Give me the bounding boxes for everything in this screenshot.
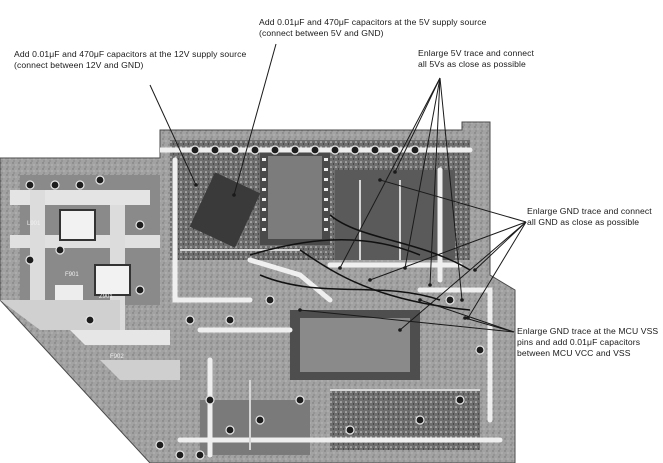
callout-gnd-3 [399, 221, 527, 331]
annotation-5v-caps-line1: Add 0.01μF and 470μF capacitors at the 5… [259, 17, 487, 27]
annotation-12v-line1: Add 0.01μF and 470μF capacitors at the 1… [14, 49, 247, 59]
annotation-mcu-vss: Enlarge GND trace at the MCU VSS pins an… [517, 326, 658, 359]
callout-5v-trace-3 [429, 77, 441, 286]
board-label-z901: Z901 [99, 294, 113, 300]
callout-lines [149, 43, 527, 333]
annotation-mcu-vss-line2: pins and add 0.01μF capacitors [517, 337, 641, 347]
callout-arrowheads [194, 170, 477, 332]
annotation-mcu-vss-line1: Enlarge GND trace at the MCU VSS [517, 326, 659, 336]
annotation-5v-capacitors: Add 0.01μF and 470μF capacitors at the 5… [259, 17, 487, 39]
annotation-5v-trace: Enlarge 5V trace and connect all 5Vs as … [418, 48, 534, 70]
annotation-gnd-trace: Enlarge GND trace and connect all GND as… [527, 206, 652, 228]
callout-gnd-5 [474, 221, 527, 271]
board-label-l901: L901 [27, 221, 41, 227]
annotation-gnd-trace-line2: all GND as close as possible [527, 217, 640, 227]
annotation-gnd-trace-line1: Enlarge GND trace and connect [527, 206, 652, 216]
callout-mcu-2 [419, 299, 515, 333]
callout-mcu-1 [299, 309, 515, 333]
board-label-f902: F902 [110, 354, 124, 360]
callout-5v-caps [233, 43, 277, 196]
callout-gnd-1 [379, 179, 527, 223]
callout-5v-trace-4 [439, 77, 463, 301]
callout-5v-trace-2 [404, 77, 441, 269]
board-label-f901: F901 [65, 272, 79, 278]
annotation-5v-trace-line2: all 5Vs as close as possible [418, 59, 526, 69]
annotation-12v-capacitors: Add 0.01μF and 470μF capacitors at the 1… [14, 49, 246, 71]
callout-gnd-2 [369, 221, 527, 281]
circuit-board: L901 F901 Z901 F902 [0, 121, 516, 463]
callout-gnd-4 [467, 221, 527, 319]
callout-mcu-3 [464, 317, 515, 333]
annotation-5v-trace-line1: Enlarge 5V trace and connect [418, 48, 535, 58]
callout-5v-trace-5 [339, 77, 441, 269]
annotation-12v-line2: (connect between 12V and GND) [14, 60, 144, 70]
annotation-mcu-vss-line3: between MCU VCC and VSS [517, 348, 631, 358]
callout-12v [149, 84, 197, 186]
annotation-5v-caps-line2: (connect between 5V and GND) [259, 28, 384, 38]
callout-5v-trace-1 [394, 77, 441, 173]
